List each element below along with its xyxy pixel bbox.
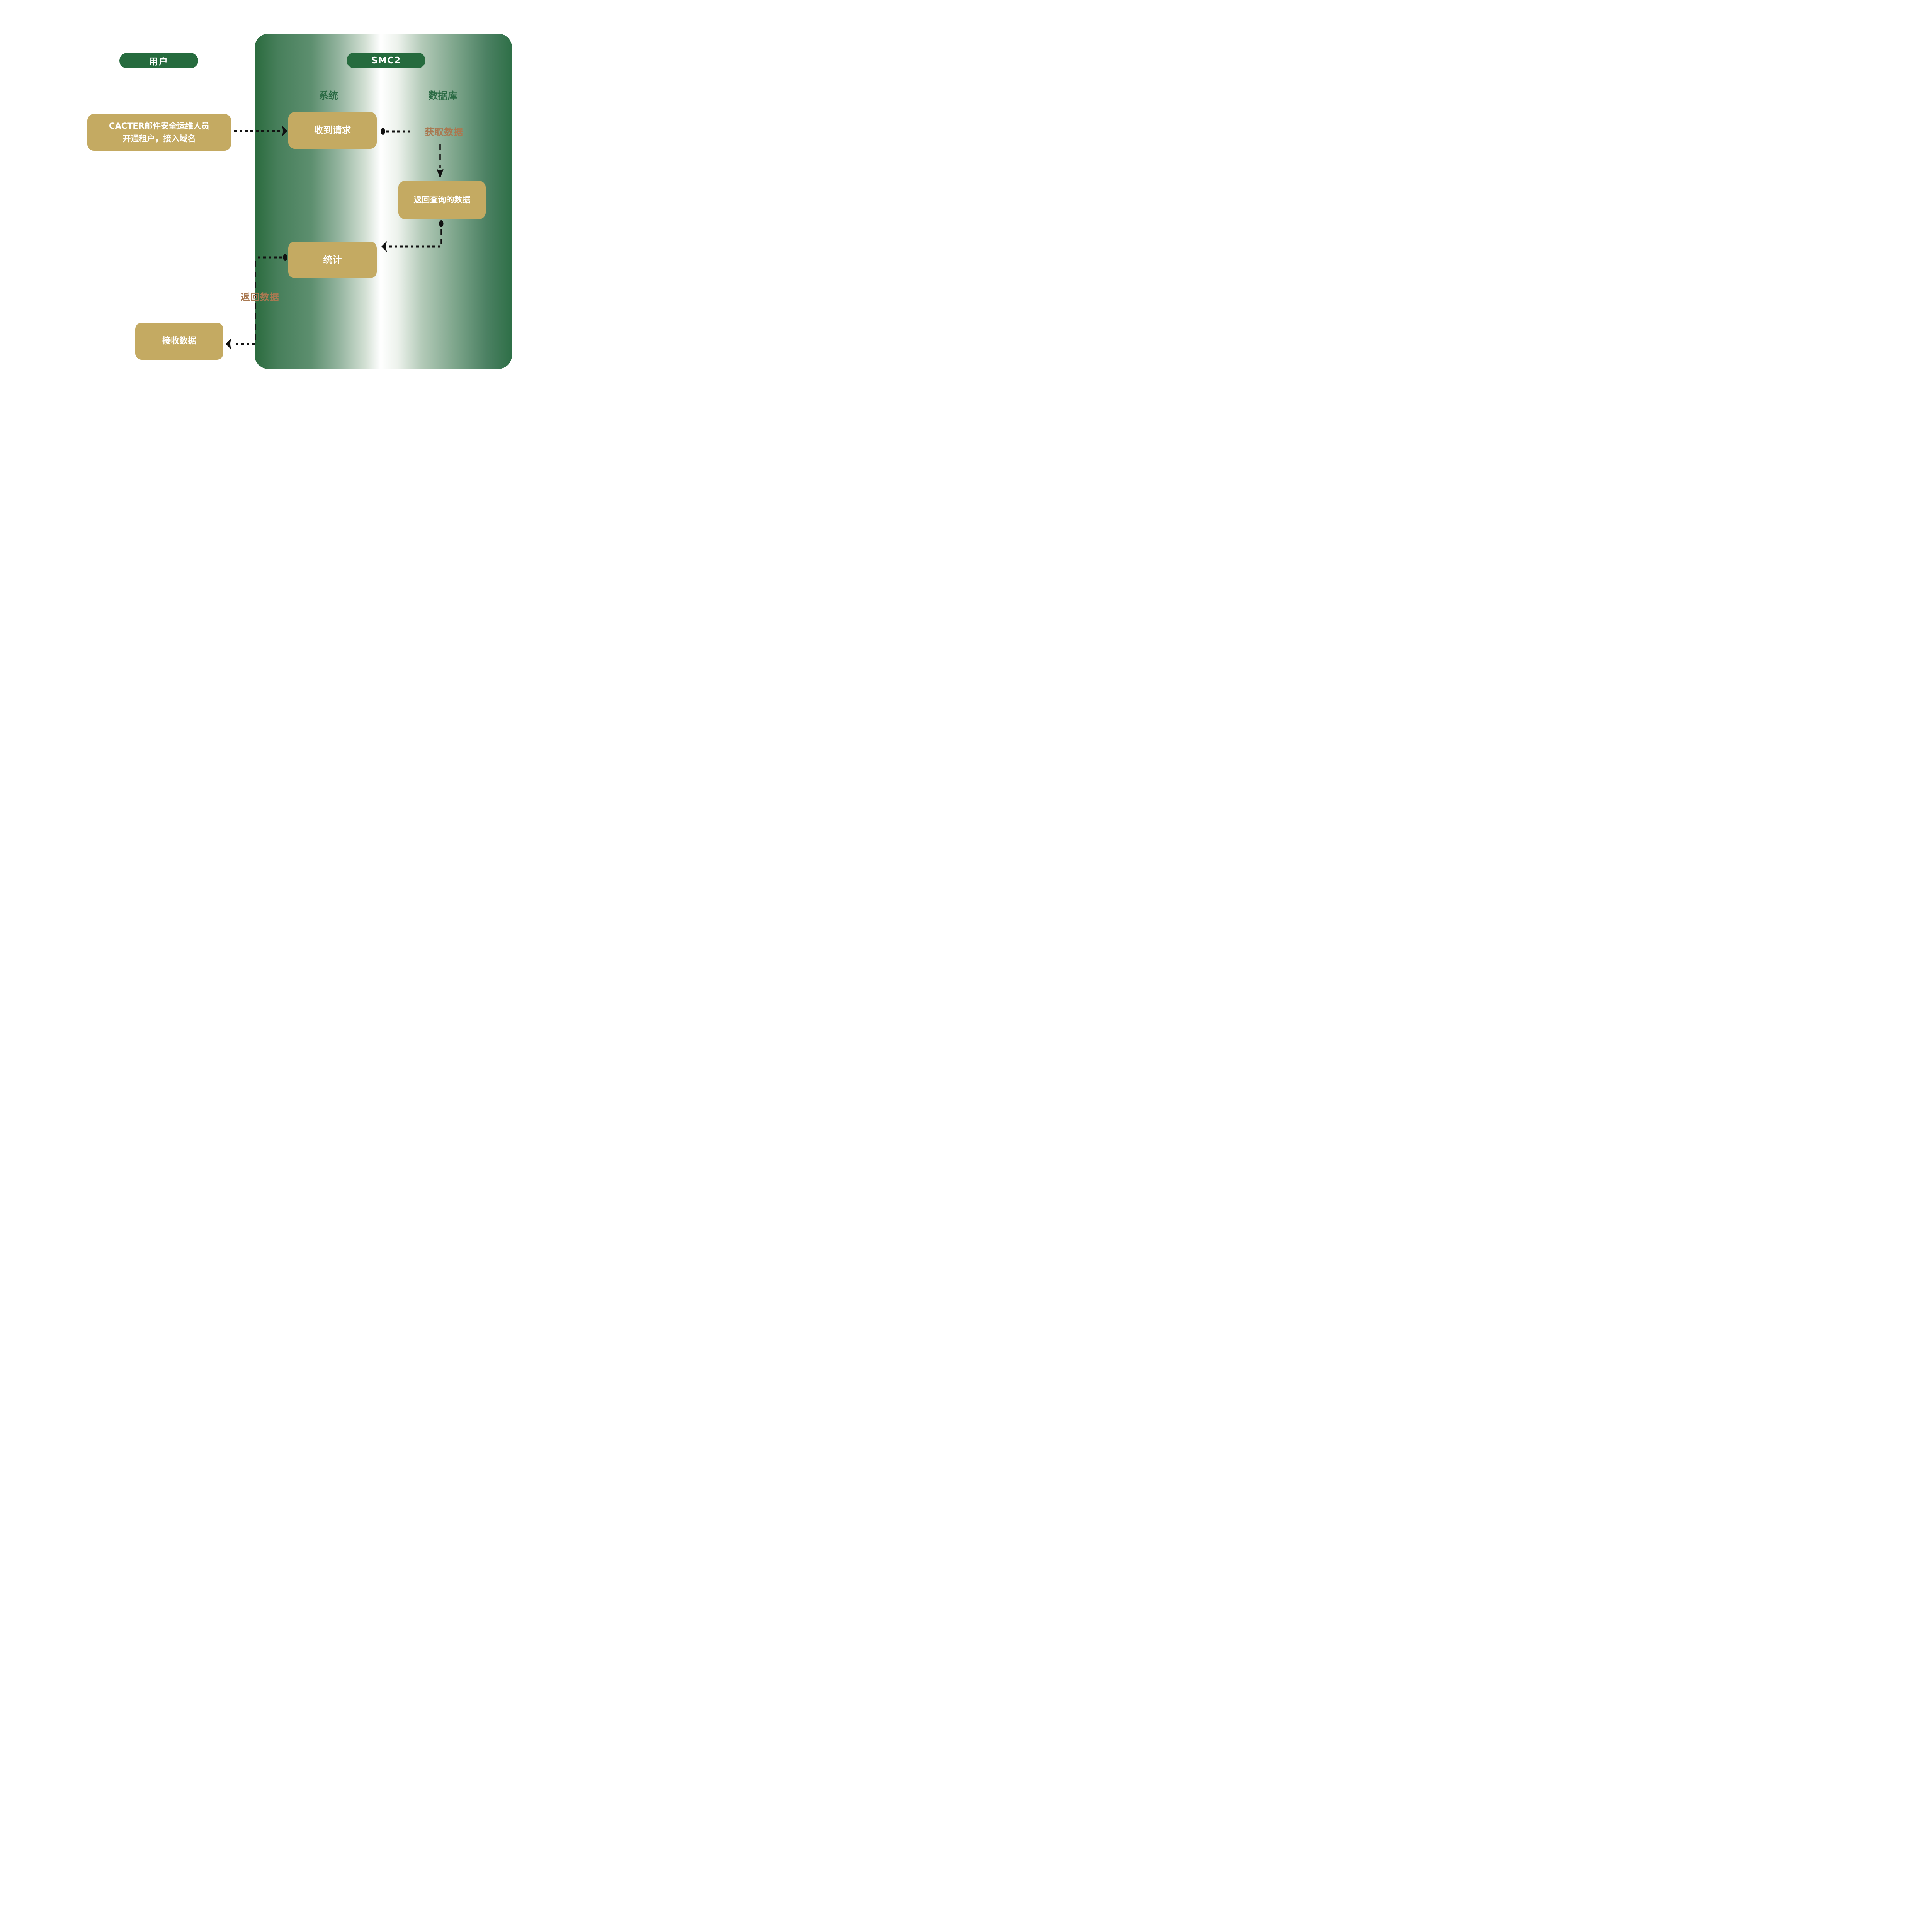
cacter-request-line1: CACTER邮件安全运维人员 [109, 121, 209, 131]
received-request-box: 收到请求 [288, 112, 377, 149]
actor-pill-smc2: SMC2 [347, 53, 425, 68]
receive-data-label: 接收数据 [162, 336, 196, 346]
actor-pill-user: 用户 [119, 53, 198, 68]
column-header-database: 数据库 [428, 90, 457, 101]
diagram-canvas: 用户 SMC2 系统 数据库 [0, 0, 597, 412]
statistics-label: 统计 [323, 254, 342, 265]
cacter-request-line2: 开通租户，接入域名 [122, 134, 196, 143]
statistics-box: 统计 [288, 242, 377, 278]
actor-pill-smc2-label: SMC2 [371, 55, 401, 66]
actor-pill-user-label: 用户 [149, 57, 168, 67]
column-header-system: 系统 [318, 90, 338, 101]
return-query-data-label: 返回查询的数据 [413, 195, 471, 205]
return-query-data-box: 返回查询的数据 [398, 181, 486, 219]
fetch-data-label: 获取数据 [425, 127, 463, 138]
cacter-request-box: CACTER邮件安全运维人员 开通租户，接入域名 [87, 114, 231, 151]
return-data-label: 返回数据 [241, 292, 279, 303]
received-request-label: 收到请求 [314, 124, 351, 136]
receive-data-box: 接收数据 [135, 323, 223, 360]
